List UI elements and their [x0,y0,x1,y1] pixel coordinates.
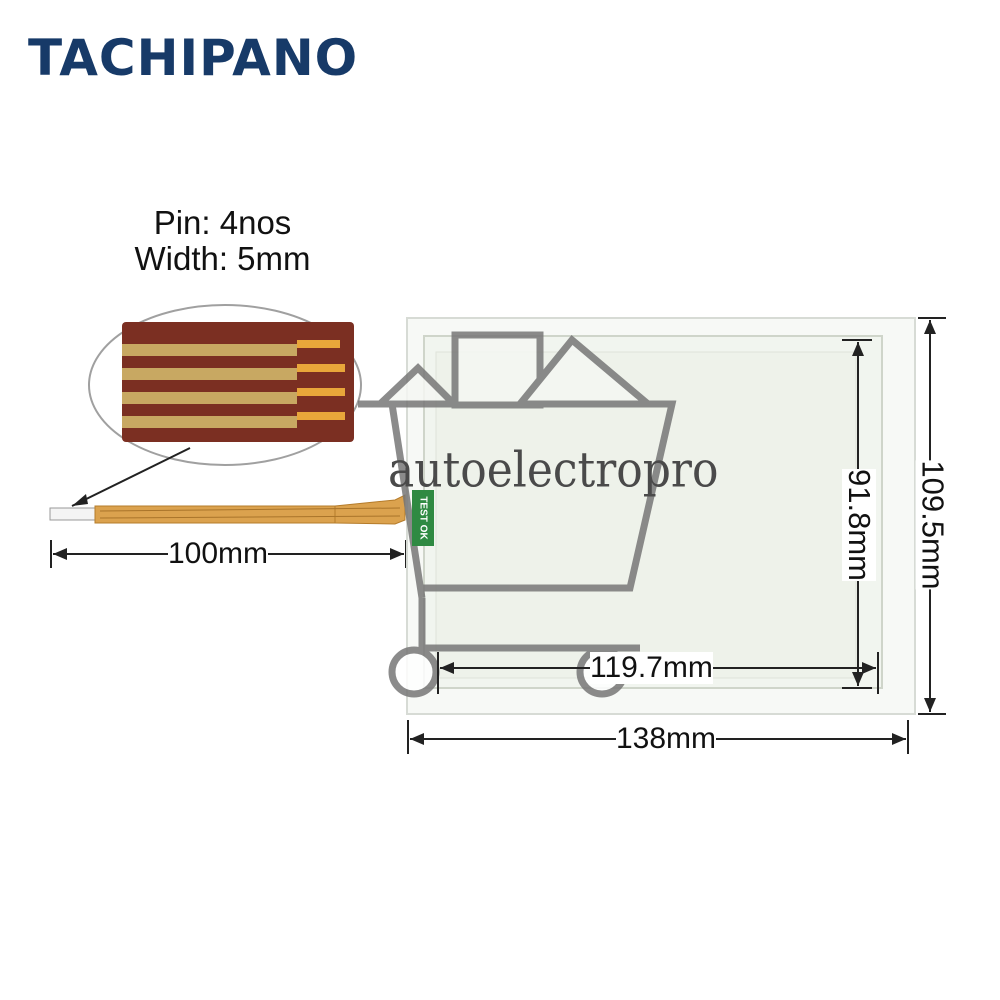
brand-logo: TACHIPANO [28,29,359,87]
test-ok-text: TEST OK [417,496,429,540]
active-width-label: 119.7mm [590,651,713,684]
flex-cable [49,494,406,525]
active-height-label: 91.8mm [841,469,877,581]
panel-width-label: 138mm [616,722,717,755]
connector-spec-label: Pin: 4nos Width: 5mm [100,205,345,277]
zoom-pointer-line [71,447,191,507]
pin-width-label: Width: 5mm [134,240,311,277]
pin-count-label: Pin: 4nos [153,204,292,241]
test-ok-tag: TEST OK [412,490,434,546]
watermark-text: autoelectropro [388,442,719,499]
ribbon-closeup [122,322,354,442]
panel-height-label: 109.5mm [915,460,951,590]
cable-length-label: 100mm [168,537,269,570]
